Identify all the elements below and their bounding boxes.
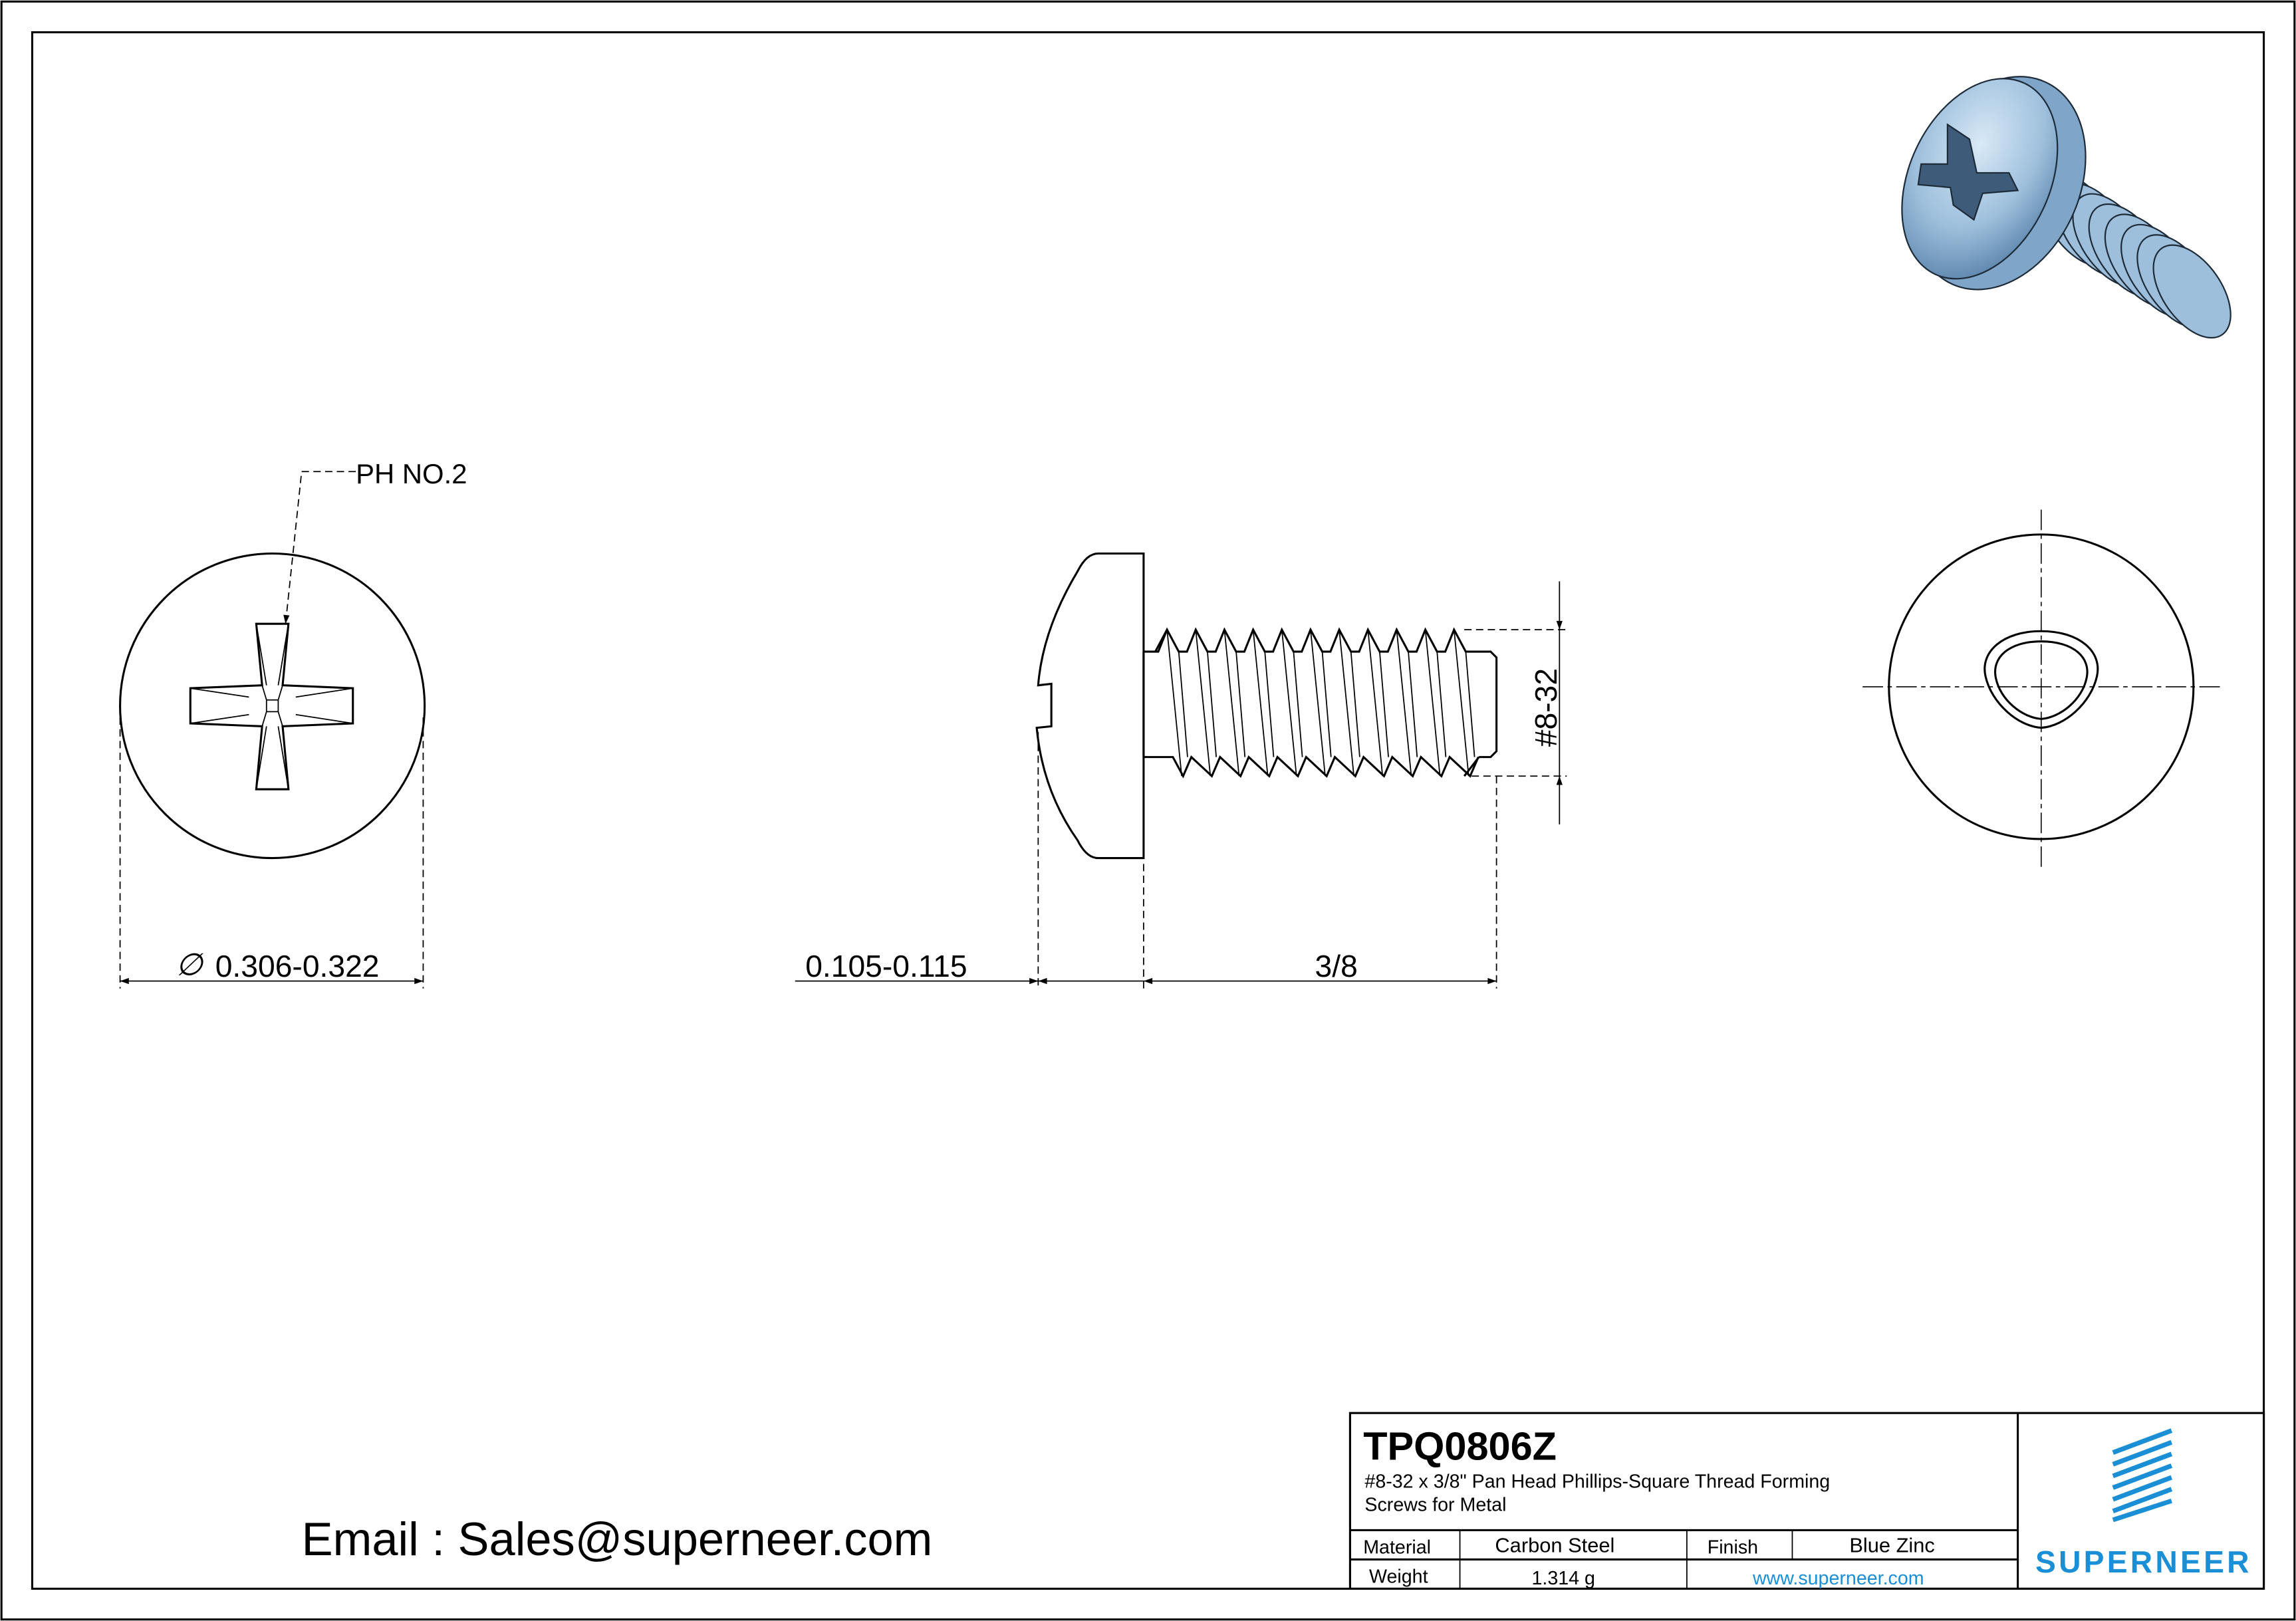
thread-line — [1281, 629, 1297, 777]
weight-label: Weight — [1369, 1566, 1428, 1588]
description-line-1: #8-32 x 3/8" Pan Head Phillips-Square Th… — [1364, 1471, 1830, 1493]
head-height-dimension: 0.105-0.115 — [805, 949, 967, 983]
weight-value: 1.314 g — [1531, 1568, 1594, 1589]
finish-value: Blue Zinc — [1849, 1533, 1935, 1557]
thread-line — [1396, 629, 1412, 777]
screw-head-profile — [1035, 552, 1145, 860]
diameter-symbol: ∅ — [176, 947, 203, 982]
screw-3d-render — [1901, 76, 2232, 339]
thread-line — [1293, 651, 1303, 757]
thread-line — [1223, 629, 1240, 777]
thread-line — [1195, 629, 1212, 777]
end-view — [1862, 509, 2220, 867]
thread-line — [1166, 629, 1183, 777]
superneer-logo-text: SUPERNEER — [2035, 1545, 2249, 1579]
thread-line — [1367, 629, 1384, 777]
thread-line — [1321, 651, 1332, 757]
part-number: TPQ0806Z — [1363, 1424, 1557, 1469]
description-line-2: Screws for Metal — [1364, 1495, 1506, 1516]
top-view: PH NO.2 ∅ 0.306-0.322 — [119, 458, 467, 989]
phillips-callout: PH NO.2 — [356, 458, 467, 489]
material-label: Material — [1363, 1537, 1431, 1559]
website-link[interactable]: www.superneer.com — [1752, 1568, 1924, 1589]
thread-line — [1235, 651, 1246, 757]
thread-ring — [2152, 244, 2232, 339]
thread-line — [1379, 651, 1389, 757]
thread-line — [1264, 651, 1275, 757]
trilobular-section — [1983, 630, 2099, 729]
title-block: TPQ0806Z #8-32 x 3/8" Pan Head Phillips-… — [1348, 1412, 2265, 1590]
thread-line — [1143, 627, 1498, 759]
material-value: Carbon Steel — [1495, 1533, 1614, 1557]
side-view: 0.105-0.115 3/8 #8-32 — [795, 552, 1567, 989]
thread-line — [1207, 651, 1217, 757]
thread-line — [1310, 629, 1326, 777]
superneer-logo-icon — [2112, 1428, 2173, 1523]
thread-line — [1465, 651, 1475, 757]
thread-line — [1408, 651, 1418, 757]
inner-border — [31, 31, 2265, 1590]
finish-label: Finish — [1708, 1537, 1758, 1559]
length-dimension: 3/8 — [1315, 949, 1358, 983]
phillips-recess — [189, 622, 354, 791]
thread-line — [1178, 651, 1188, 757]
thread-size-dimension: #8-32 — [1529, 668, 1563, 747]
thread-line — [1252, 629, 1269, 777]
diameter-dimension: 0.306-0.322 — [215, 949, 380, 983]
thread-line — [1143, 755, 1479, 779]
thread-line — [1453, 629, 1469, 777]
thread-line — [1339, 629, 1355, 777]
thread-line — [1350, 651, 1360, 757]
contact-email[interactable]: Email : Sales@superneer.com — [302, 1513, 933, 1565]
thread-line — [1154, 629, 1480, 777]
thread-line — [1424, 629, 1441, 777]
thread-line — [1436, 651, 1447, 757]
